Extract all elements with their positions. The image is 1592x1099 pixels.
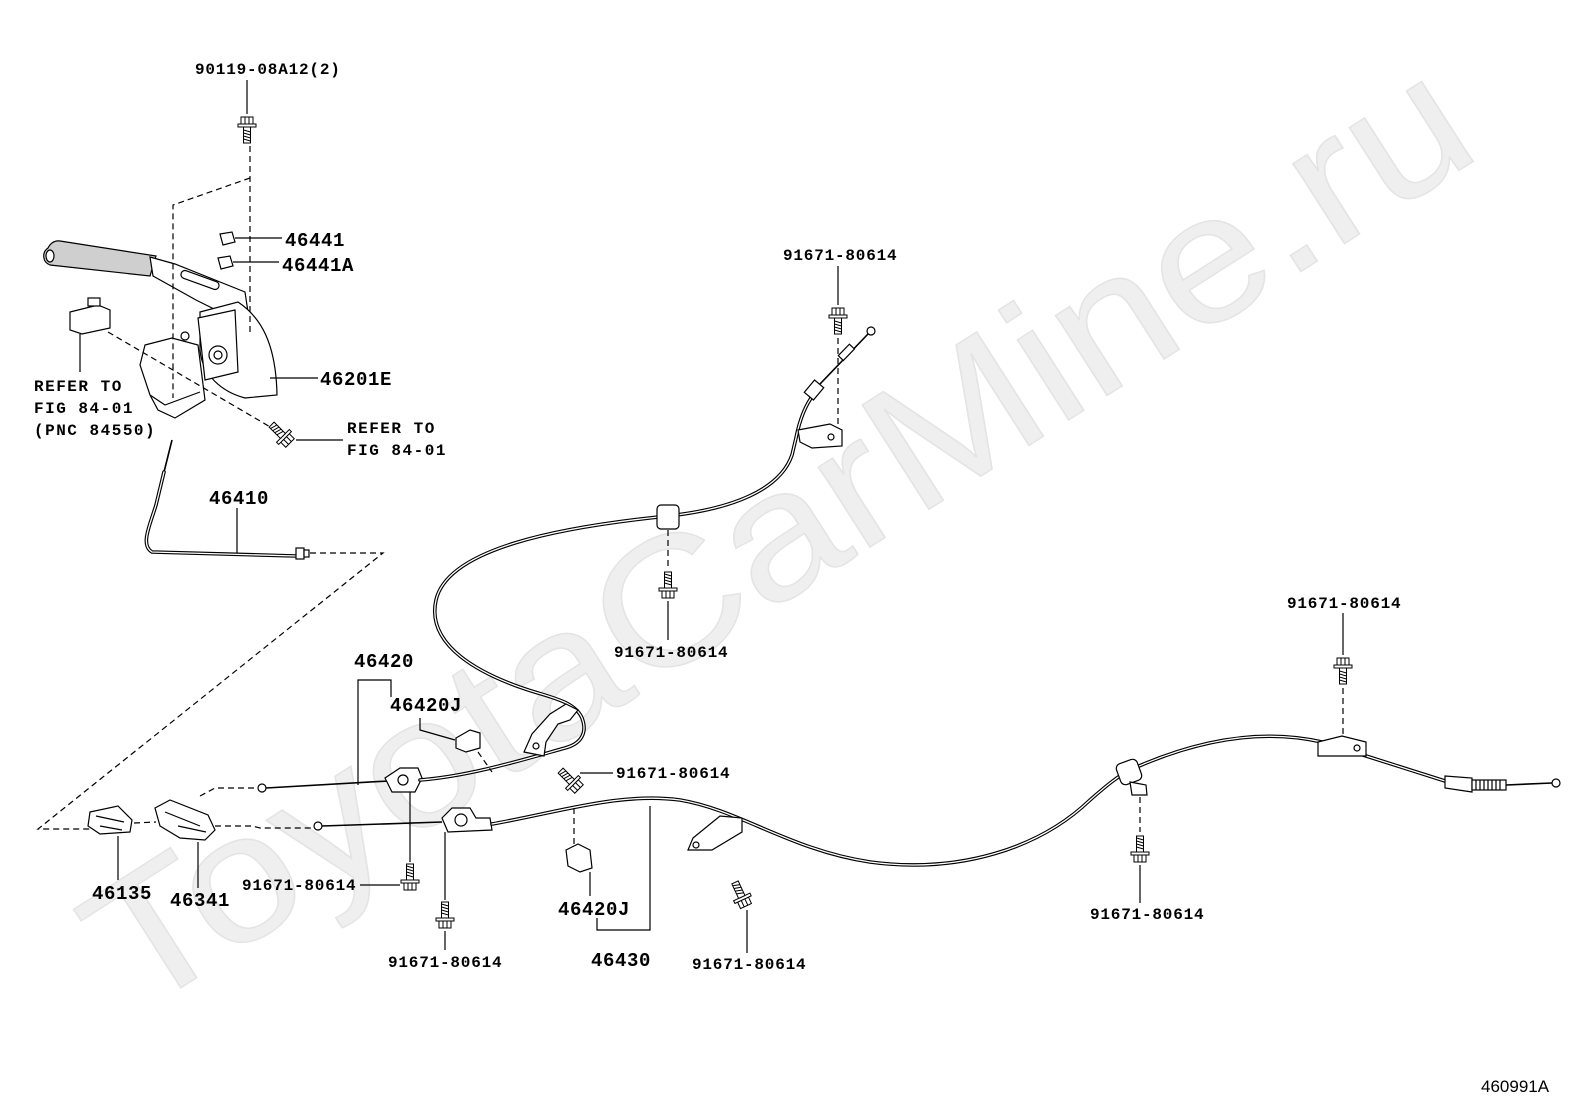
cable-46430-clamp-tab	[1129, 781, 1148, 796]
label-91671-top: 91671-80614	[783, 247, 897, 265]
label-91671-clamp-rear: 91671-80614	[1090, 906, 1204, 924]
cable-46430-rear-bracket-hole	[1353, 744, 1361, 752]
lever-slot	[180, 269, 220, 291]
release-button-icon	[45, 249, 55, 263]
label-91671-center: 91671-80614	[388, 954, 502, 972]
cable-46430-rear-rod	[1505, 782, 1553, 786]
cable-46420-hook-bracket-hole	[532, 742, 540, 750]
label-91671-clamp: 91671-80614	[614, 644, 728, 662]
dashed-line-reference-frame	[172, 177, 251, 398]
cable-46420-inner-wire	[265, 780, 389, 789]
dashed-line-clip-upper	[477, 751, 493, 773]
lever-inner-plate	[197, 309, 239, 381]
label-46420: 46420	[354, 651, 414, 673]
cable-46410	[144, 439, 310, 560]
cable-46410-sheath-inner	[145, 471, 297, 557]
lever-pivot	[180, 331, 190, 341]
cable-46410-end-tip	[303, 549, 310, 558]
label-91671-right: 91671-80614	[1287, 595, 1401, 613]
bolt-91671-tab-icon	[726, 878, 755, 911]
label-91671-hook: 91671-80614	[616, 765, 730, 783]
cable-46430-clamp	[1115, 758, 1143, 786]
cable-46420-end-ball	[257, 783, 267, 793]
leader-46420-bracket	[357, 679, 392, 785]
cable-46430-tab-bracket	[687, 815, 743, 851]
dashed-line-equalizer-frame	[36, 552, 385, 830]
cable-46420	[257, 326, 876, 793]
part-46135-detail	[95, 815, 125, 831]
label-91671-left: 91671-80614	[242, 877, 356, 895]
cable-46430-rear-thread-ticks	[1475, 780, 1501, 790]
lever-grip	[43, 240, 157, 277]
cable-46410-sheath	[144, 470, 298, 558]
label-46420j-upper: 46420J	[390, 695, 462, 717]
bolt-91671-top-icon	[828, 307, 848, 335]
cable-46430-inner-wire	[321, 821, 443, 827]
cable-46430-tab-hole	[692, 841, 700, 849]
cable-46430-fitting-hole	[454, 813, 468, 827]
nut-46441	[219, 231, 236, 246]
leader-46420j-upper	[419, 718, 456, 741]
label-90119-08a12: 90119-08A12(2)	[195, 61, 341, 79]
label-switch-refer-line2: FIG 84-01	[34, 400, 134, 418]
label-bolt-refer-line2: FIG 84-01	[347, 442, 447, 460]
cable-46420-upper-thread	[837, 343, 856, 362]
label-switch-refer-line3: (PNC 84550)	[34, 422, 156, 440]
cable-46430	[313, 734, 1561, 867]
ratchet-hub-center	[213, 350, 223, 360]
dashed-line-to-cable-46420	[199, 787, 262, 797]
bolt-91671-clamp-rear-icon	[1130, 835, 1150, 863]
dashed-line-switch-to-bolt	[107, 331, 273, 429]
cable-46420-upper-fitting	[803, 379, 825, 401]
dashed-line-to-cable-46430	[215, 825, 316, 829]
label-46441: 46441	[285, 230, 345, 252]
label-46341: 46341	[170, 890, 230, 912]
bolt-refer-icon	[264, 417, 297, 450]
cable-46420-fitting-hole	[397, 774, 409, 786]
base-bracket-flange	[149, 391, 201, 406]
switch-connector	[87, 297, 101, 307]
leader-46430-bracket	[596, 806, 651, 931]
part-46341-detail	[164, 811, 207, 833]
cable-46410-rod	[163, 439, 173, 473]
parking-brake-switch	[69, 297, 111, 335]
switch-body	[69, 304, 111, 335]
cable-46430-end-ball	[313, 821, 323, 831]
label-bolt-refer-line1: REFER TO	[347, 420, 436, 438]
label-46201e: 46201E	[320, 369, 392, 391]
label-46441a: 46441A	[282, 255, 354, 277]
label-91671-tab: 91671-80614	[692, 956, 806, 974]
cable-46430-sheath-inner	[491, 735, 1446, 866]
cable-46420-sheath-inner	[419, 393, 815, 781]
cable-46420-upper-bracket	[797, 423, 843, 449]
label-46430: 46430	[591, 950, 651, 972]
cable-46410-end-fitting	[295, 547, 305, 560]
clip-46420j-upper	[455, 729, 481, 753]
clip-46420j-lower	[565, 843, 593, 873]
bolt-90119-icon	[237, 116, 257, 144]
cable-46430-rear-ball	[1551, 778, 1561, 788]
cable-46420-upper-bracket-hole	[827, 433, 835, 441]
cable-46420-upper-ball	[866, 326, 876, 336]
label-46135: 46135	[92, 883, 152, 905]
label-46410: 46410	[209, 488, 269, 510]
figure-id: 460991A	[1481, 1077, 1550, 1096]
cable-46430-rear-bracket	[1317, 735, 1367, 757]
bolt-91671-center-icon	[435, 901, 455, 929]
cable-46430-sheath	[490, 734, 1447, 867]
cable-46430-rear-thread	[1471, 779, 1507, 791]
cable-46430-rear-fitting	[1444, 775, 1473, 793]
label-switch-refer-line1: REFER TO	[34, 378, 123, 396]
bolt-91671-right-icon	[1333, 657, 1353, 685]
cable-46420-clamp	[656, 504, 680, 530]
part-46135-equalizer	[87, 805, 133, 835]
dashed-line-46135-to-46341	[133, 821, 157, 824]
label-46420j-lower: 46420J	[558, 899, 630, 921]
nut-46441a	[217, 255, 234, 270]
